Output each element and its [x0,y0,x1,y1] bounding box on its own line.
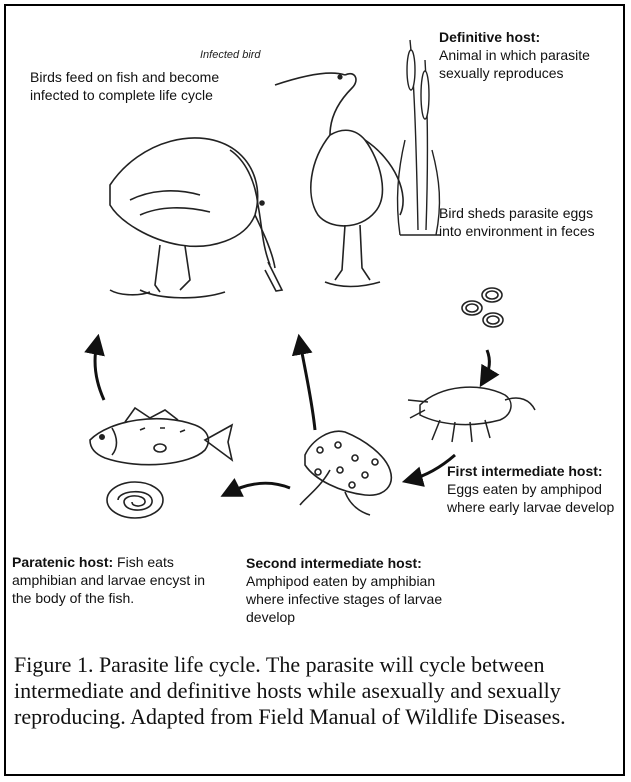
paratenic-host-title: Paratenic host: [12,554,113,570]
arrow-fish-to-bird [95,342,104,400]
second-intermediate-host-body: Amphipod eaten by amphibian where infect… [246,573,442,625]
sheds-eggs-label: Bird sheds parasite eggs into environmen… [439,204,619,240]
amphipod-drawing [408,387,535,442]
first-intermediate-host-body: Eggs eaten by amphipod where early larva… [447,481,614,515]
first-intermediate-host-title: First intermediate host: [447,463,603,479]
definitive-host-body: Animal in which parasite sexually reprod… [439,47,590,81]
fish-drawing [90,408,232,465]
arrow-frog-to-fish [228,483,290,493]
encysted-larva-drawing [107,482,163,518]
reeds-drawing [398,40,440,235]
arrow-eggs-to-amphipod [484,350,489,380]
birds-feed-label: Birds feed on fish and become infected t… [30,68,230,104]
paratenic-host-label: Paratenic host: Fish eats amphibian and … [12,553,217,607]
first-intermediate-host-label: First intermediate host: Eggs eaten by a… [447,462,617,516]
infected-bird-label: Infected bird [200,46,261,64]
cycle-arrows [95,342,489,493]
second-intermediate-host-label: Second intermediate host: Amphipod eaten… [246,554,466,626]
definitive-host-title: Definitive host: [439,29,540,45]
second-intermediate-host-title: Second intermediate host: [246,555,422,571]
arrow-frog-to-heron [300,342,315,430]
frog-drawing [300,431,391,515]
feeding-bird-drawing [110,138,282,298]
figure-caption: Figure 1. Parasite life cycle. The paras… [14,652,624,730]
standing-heron-drawing [275,73,403,286]
parasite-eggs-drawing [462,288,503,327]
definitive-host-label: Definitive host: Animal in which parasit… [439,28,619,82]
